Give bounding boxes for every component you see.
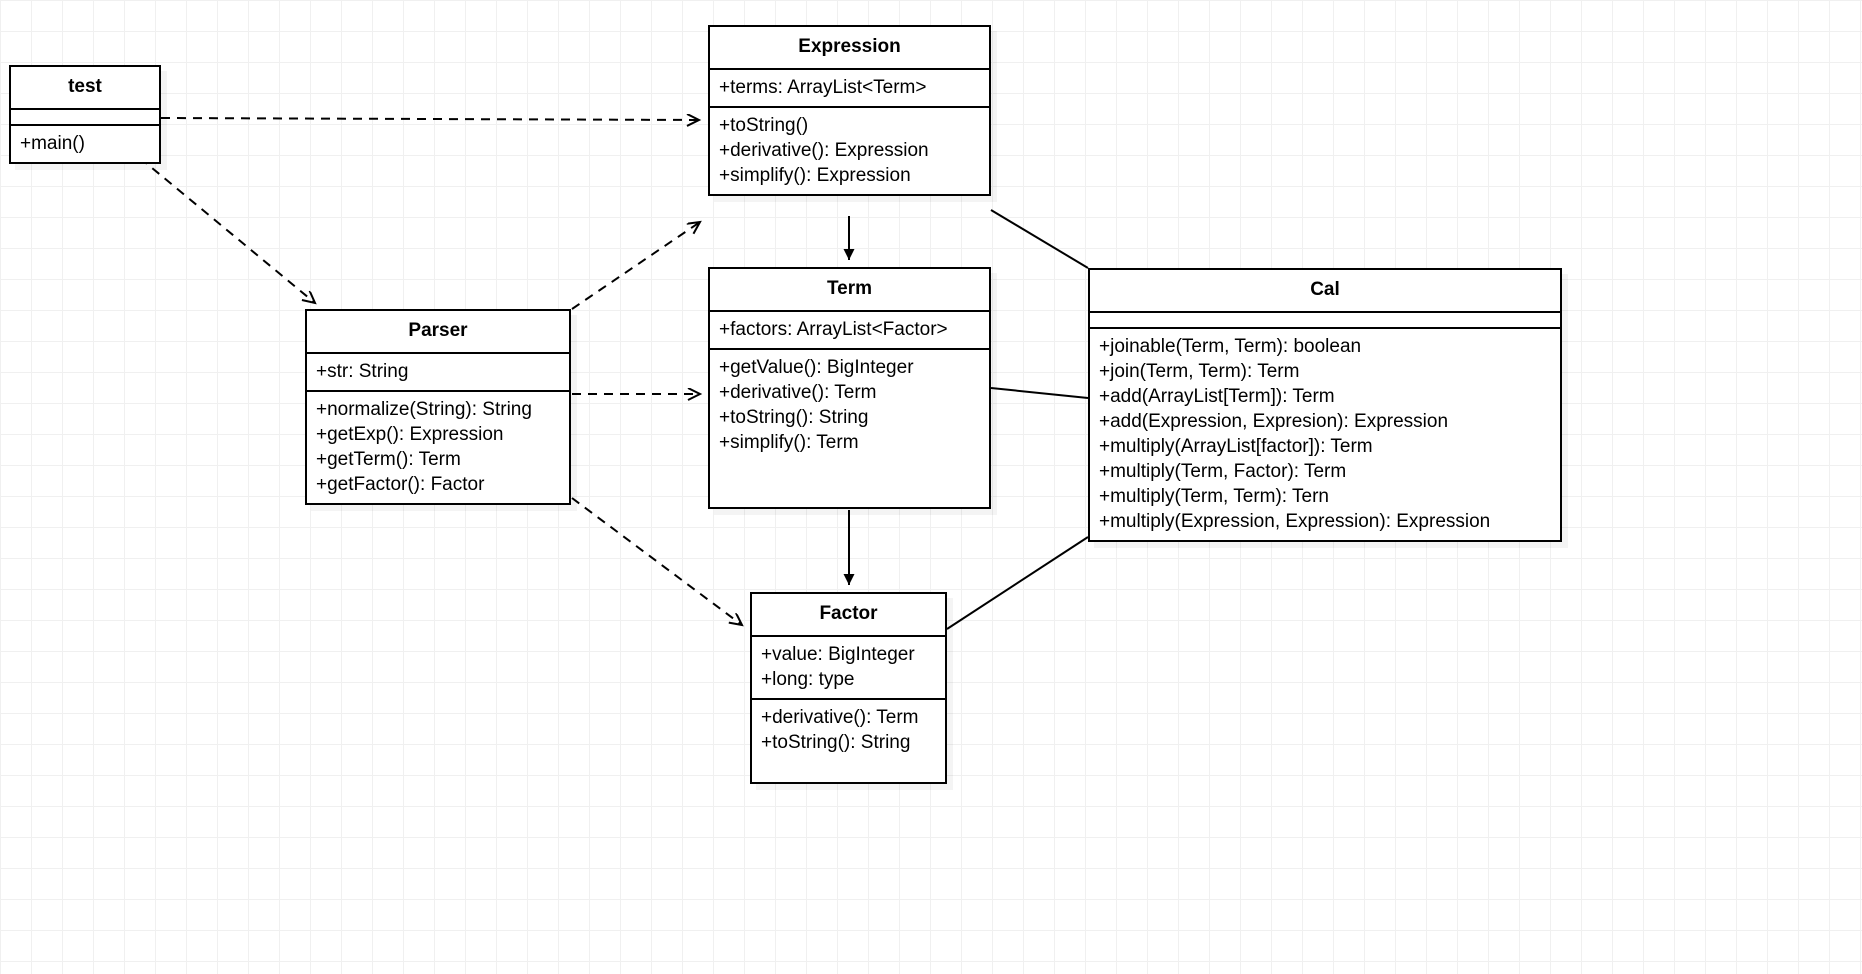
attribute-row: +str: String: [316, 360, 409, 382]
class-separator: [710, 105, 989, 108]
class-box-test[interactable]: test +main(): [9, 65, 161, 164]
class-separator: [710, 67, 989, 70]
class-separator: [710, 309, 989, 312]
class-separator: [752, 697, 945, 700]
method-row: +main(): [20, 132, 85, 154]
method-row: +join(Term, Term): Term: [1099, 360, 1300, 382]
methods-compartment-parser: +normalize(String): String +getExp(): Ex…: [307, 392, 569, 503]
class-box-expression[interactable]: Expression +terms: ArrayList<Term> +toSt…: [708, 25, 991, 196]
attributes-compartment-test: [11, 110, 159, 124]
methods-compartment-cal: +joinable(Term, Term): boolean +join(Ter…: [1090, 329, 1560, 540]
attributes-compartment-factor: +value: BigInteger +long: type: [752, 637, 945, 698]
class-separator: [307, 351, 569, 354]
attributes-compartment-parser: +str: String: [307, 354, 569, 390]
edge-factor-to-cal: [946, 536, 1089, 630]
methods-compartment-factor: +derivative(): Term +toString(): String: [752, 700, 945, 761]
class-name-cal: Cal: [1310, 279, 1340, 300]
edge-test-to-expression: [160, 118, 699, 120]
class-box-term[interactable]: Term +factors: ArrayList<Factor> +getVal…: [708, 267, 991, 509]
method-row: +normalize(String): String: [316, 398, 532, 420]
method-row: +getValue(): BigInteger: [719, 356, 914, 378]
method-row: +derivative(): Expression: [719, 139, 929, 161]
class-separator: [752, 634, 945, 637]
method-row: +toString(): String: [719, 406, 869, 428]
edge-test-to-parser: [139, 157, 315, 303]
class-separator: [11, 107, 159, 110]
class-name-parser: Parser: [408, 320, 468, 341]
methods-compartment-test: +main(): [11, 126, 159, 162]
method-row: +multiply(Term, Factor): Term: [1099, 460, 1347, 482]
method-row: +multiply(Expression, Expression): Expre…: [1099, 510, 1491, 532]
method-row: +add(Expression, Expresion): Expression: [1099, 410, 1449, 432]
attributes-compartment-expression: +terms: ArrayList<Term>: [710, 70, 989, 106]
class-separator: [11, 123, 159, 126]
class-box-factor[interactable]: Factor +value: BigInteger +long: type +d…: [750, 592, 947, 784]
edge-term-to-cal: [990, 387, 1089, 399]
attribute-row: +factors: ArrayList<Factor>: [719, 318, 948, 340]
attributes-compartment-term: +factors: ArrayList<Factor>: [710, 312, 989, 348]
method-row: +getTerm(): Term: [316, 448, 461, 470]
edge-parser-to-expression: [571, 222, 700, 310]
attribute-row: +terms: ArrayList<Term>: [719, 76, 927, 98]
method-row: +simplify(): Expression: [719, 164, 911, 186]
class-name-test: test: [68, 76, 102, 97]
method-row: +toString(): String: [761, 731, 911, 753]
method-row: +multiply(ArrayList[factor]): Term: [1099, 435, 1373, 457]
method-row: +simplify(): Term: [719, 431, 859, 453]
method-row: +getFactor(): Factor: [316, 473, 485, 495]
method-row: +multiply(Term, Term): Tern: [1099, 485, 1329, 507]
edge-parser-to-factor: [571, 497, 742, 625]
attribute-row: +long: type: [761, 668, 855, 690]
methods-compartment-term: +getValue(): BigInteger +derivative(): T…: [710, 350, 989, 461]
method-row: +getExp(): Expression: [316, 423, 504, 445]
method-row: +joinable(Term, Term): boolean: [1099, 335, 1362, 357]
class-separator: [710, 347, 989, 350]
method-row: +add(ArrayList[Term]): Term: [1099, 385, 1335, 407]
class-name-expression: Expression: [798, 36, 901, 57]
class-separator: [1090, 326, 1560, 329]
method-row: +derivative(): Term: [719, 381, 877, 403]
edge-expression-to-cal: [990, 209, 1089, 269]
class-separator: [307, 389, 569, 392]
class-separator: [1090, 310, 1560, 313]
class-name-factor: Factor: [819, 603, 878, 624]
class-name-term: Term: [826, 278, 873, 299]
class-box-cal[interactable]: Cal +joinable(Term, Term): boolean +join…: [1088, 268, 1562, 542]
attribute-row: +value: BigInteger: [761, 643, 915, 665]
method-row: +derivative(): Term: [761, 706, 919, 728]
class-box-parser[interactable]: Parser +str: String +normalize(String): …: [305, 309, 571, 505]
attributes-compartment-cal: [1090, 313, 1560, 327]
method-row: +toString(): [719, 114, 809, 136]
methods-compartment-expression: +toString() +derivative(): Expression +s…: [710, 108, 989, 194]
